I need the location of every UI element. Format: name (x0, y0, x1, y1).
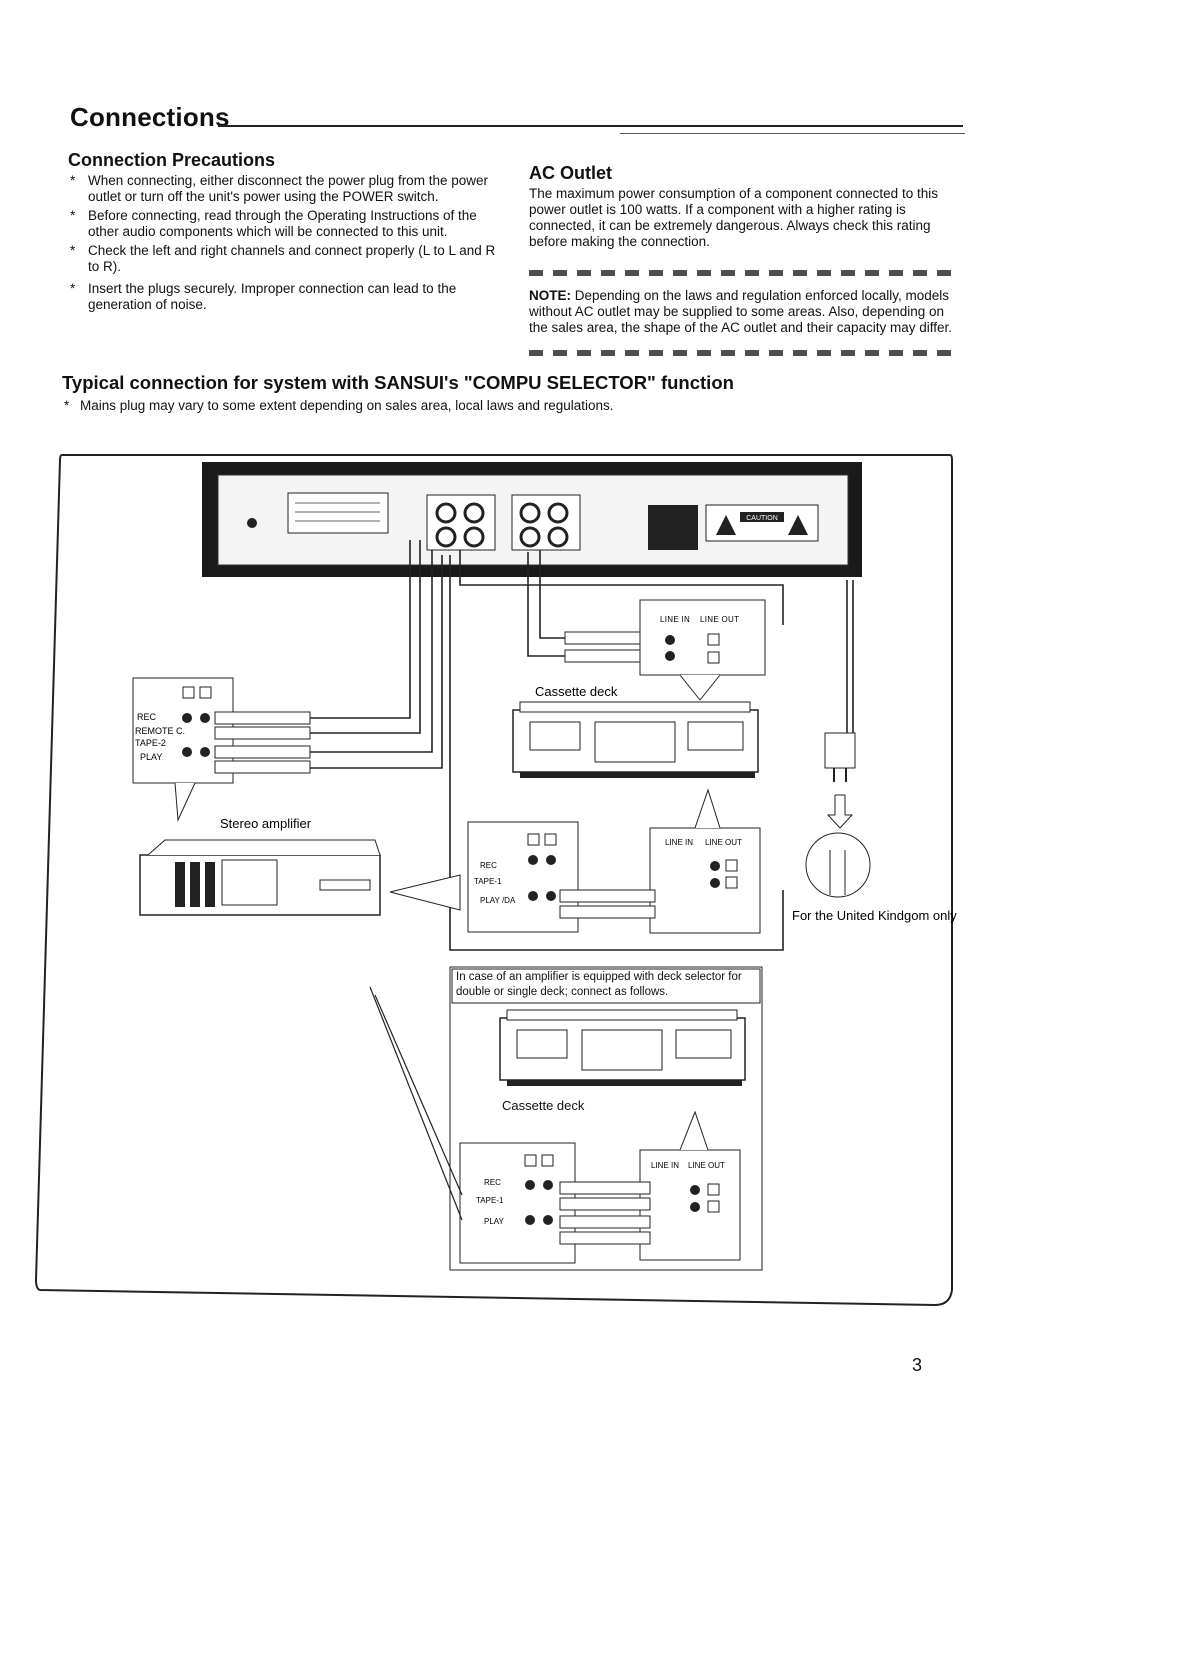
note-label: NOTE: (529, 288, 571, 303)
svg-text:PLAY: PLAY (140, 752, 162, 762)
uk-note-line: For the United Kindgom only (792, 908, 957, 923)
typical-note-text: Mains plug may vary to some extent depen… (80, 398, 614, 413)
svg-text:LINE IN: LINE IN (651, 1161, 679, 1170)
precautions-list: When connecting, either disconnect the p… (68, 173, 498, 313)
dashed-divider (529, 270, 959, 276)
precaution-item: Insert the plugs securely. Improper conn… (68, 281, 498, 313)
precaution-item: Before connecting, read through the Oper… (68, 208, 498, 240)
double-deck-note: In case of an amplifier is equipped with… (456, 971, 742, 998)
asterisk: * (64, 398, 70, 413)
typical-block: Typical connection for system with SANSU… (62, 372, 942, 414)
precaution-item: When connecting, either disconnect the p… (68, 173, 498, 205)
section-title: Connections (70, 102, 230, 132)
ac-outlet-heading: AC Outlet (529, 163, 612, 183)
uk-plug (805, 732, 871, 898)
dashed-divider (529, 350, 959, 356)
callout-line (369, 986, 463, 1221)
page-number: 3 (912, 1355, 923, 1375)
ac-outlet-text: The maximum power consumption of a compo… (529, 186, 938, 249)
svg-text:LINE OUT: LINE OUT (688, 1161, 725, 1170)
ac-note: NOTE: Depending on the laws and regulati… (529, 288, 959, 336)
deck1-lower-panel: REC TAPE-1 PLAY /DA LINE IN LINE OUT (467, 788, 761, 934)
svg-text:REC: REC (484, 1178, 501, 1187)
note-text: Depending on the laws and regulation enf… (529, 288, 953, 335)
typical-heading: Typical connection for system with SANSU… (62, 372, 734, 393)
precautions-heading: Connection Precautions (68, 150, 276, 170)
precautions-block: Connection Precautions When connecting, … (68, 150, 498, 316)
stereo-amplifier (139, 839, 381, 916)
svg-text:LINE IN: LINE IN (665, 838, 693, 847)
svg-text:PLAY /DA: PLAY /DA (480, 896, 516, 905)
deck1-connector-box: LINE IN LINE OUT (639, 599, 766, 701)
typical-note: * Mains plug may vary to some extent dep… (62, 398, 942, 414)
svg-text:REMOTE C.: REMOTE C. (135, 726, 185, 736)
section-header: Connections (70, 102, 965, 134)
stereo-amplifier-label: Stereo amplifier (220, 816, 312, 831)
cassette-deck-1 (512, 701, 759, 778)
svg-text:REC: REC (480, 861, 497, 870)
svg-text:REC: REC (137, 712, 157, 722)
svg-text:TAPE-2: TAPE-2 (135, 738, 166, 748)
svg-text:PLAY: PLAY (484, 1217, 505, 1226)
double-deck-panel: REC TAPE-1 PLAY LINE IN LINE OUT (449, 966, 763, 1271)
equalizer-rear-panel: CAUTION (202, 462, 862, 577)
title-rule-right (620, 133, 965, 134)
signal-wires (310, 540, 854, 951)
svg-text:LINE OUT: LINE OUT (705, 838, 742, 847)
diagram-frame (34, 454, 953, 1307)
precaution-item: Check the left and right channels and co… (68, 243, 498, 275)
title-rule (218, 125, 963, 127)
svg-text:TAPE-1: TAPE-1 (476, 1196, 504, 1205)
ac-outlet-block: AC Outlet The maximum power consumption … (529, 163, 959, 356)
svg-text:LINE OUT: LINE OUT (700, 615, 739, 624)
cassette-deck-2-label: Cassette deck (502, 1098, 585, 1113)
svg-text:LINE IN: LINE IN (660, 615, 690, 624)
caution-text: CAUTION (746, 515, 778, 522)
svg-text:TAPE-1: TAPE-1 (474, 877, 502, 886)
callout-line (374, 994, 463, 1196)
cassette-deck-1-label: Cassette deck (535, 684, 618, 699)
